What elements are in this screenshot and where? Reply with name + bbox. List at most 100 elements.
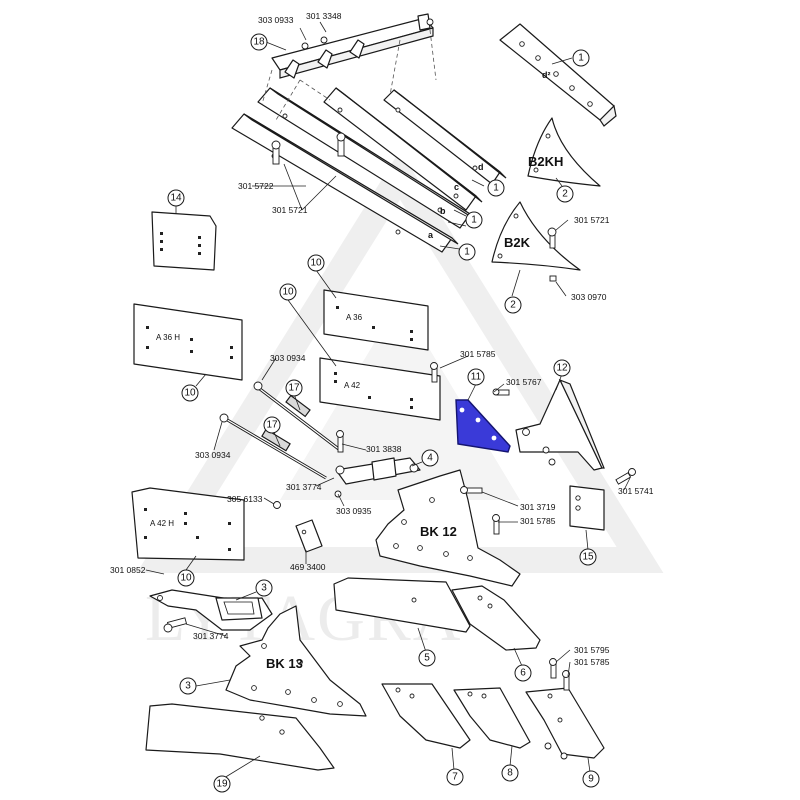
callout-14: 14: [167, 189, 185, 207]
callout-18: 18: [250, 33, 268, 51]
bk12-label: BK 12: [420, 524, 457, 539]
pn-301-5785-bottom: 301 5785: [574, 657, 610, 667]
pn-301-3838: 301 3838: [366, 444, 402, 454]
brace-rod-upper: [253, 381, 341, 452]
letter-a: a: [428, 230, 434, 240]
callout-15: 15: [579, 548, 597, 566]
callout-8: 8: [501, 764, 519, 782]
svg-text:4: 4: [427, 453, 433, 464]
callout-10-a42h: 10: [177, 569, 195, 587]
svg-text:7: 7: [452, 772, 458, 783]
svg-text:11: 11: [471, 372, 482, 383]
bolts-center: [273, 362, 636, 535]
beam-bracket-3: [149, 589, 273, 633]
pn-301-3774-top: 301 3774: [286, 482, 322, 492]
brace-rod-lower: [219, 413, 327, 480]
frog-bk12: BK 12: [375, 469, 521, 587]
svg-text:1: 1: [578, 53, 584, 64]
svg-text:9: 9: [588, 774, 594, 785]
a42-stamp: A 42: [344, 381, 361, 390]
letter-d: d: [478, 162, 484, 172]
svg-text:10: 10: [180, 573, 192, 584]
svg-text:12: 12: [556, 363, 568, 374]
svg-text:2: 2: [510, 300, 516, 311]
callout-11: 11: [467, 368, 485, 386]
shin-bar-d: [383, 89, 507, 185]
plate-a42h: A 42 H: [131, 487, 245, 561]
callout-17-lower: 17: [263, 416, 281, 434]
pn-301-5722: 301 5722: [238, 181, 274, 191]
share-9: [525, 658, 605, 760]
pn-305-6133: 305 6133: [227, 494, 263, 504]
svg-text:15: 15: [582, 552, 594, 563]
clamp-4: [335, 457, 421, 485]
callout-1-d: 1: [487, 179, 505, 197]
gusset-11: [455, 399, 511, 453]
pn-301-5785-mid: 301 5785: [520, 516, 556, 526]
pn-301-0852: 301 0852: [110, 565, 146, 575]
pn-301-5721-a: 301 5721: [272, 205, 308, 215]
svg-text:1: 1: [464, 247, 470, 258]
pn-303-0934-upper: 303 0934: [270, 353, 306, 363]
share-7: [381, 683, 471, 749]
share-8: [453, 687, 531, 749]
svg-text:3: 3: [261, 583, 267, 594]
svg-text:19: 19: [216, 779, 228, 790]
bracket-12: [515, 378, 605, 471]
shin-holder-18: [271, 13, 434, 79]
callout-3-bracket: 3: [255, 579, 273, 597]
callout-19: 19: [213, 775, 231, 793]
callout-9: 9: [582, 770, 600, 788]
leader-lines: [145, 21, 631, 779]
svg-text:1: 1: [471, 215, 477, 226]
callout-6: 6: [514, 664, 532, 682]
letter-c: c: [454, 182, 459, 192]
callout-2-b2k: 2: [504, 296, 522, 314]
point-b2k: B2K: [491, 201, 581, 282]
svg-text:1: 1: [493, 183, 499, 194]
callout-2-b2kh: 2: [556, 185, 574, 203]
pn-301-3774-bottom: 301 3774: [193, 631, 229, 641]
svg-text:10: 10: [310, 258, 322, 269]
pn-301-5741: 301 5741: [618, 486, 654, 496]
pn-301-3719: 301 3719: [520, 502, 556, 512]
pn-303-0933: 303 0933: [258, 15, 294, 25]
callout-17-upper: 17: [285, 379, 303, 397]
callout-4: 4: [421, 449, 439, 467]
plate-a36: A 36: [323, 289, 429, 351]
svg-text:17: 17: [266, 420, 278, 431]
frog-bk13: BK 13: [225, 605, 367, 717]
callout-10-a36h: 10: [181, 384, 199, 402]
pn-301-5721-b: 301 5721: [574, 215, 610, 225]
pn-301-5767: 301 5767: [506, 377, 542, 387]
svg-text:6: 6: [520, 668, 526, 679]
callout-1-d2: 1: [572, 49, 590, 67]
pn-301-5785-top: 301 5785: [460, 349, 496, 359]
pn-303-0934-lower: 303 0934: [195, 450, 231, 460]
svg-text:10: 10: [184, 388, 196, 399]
pn-301-5795: 301 5795: [574, 645, 610, 655]
b2kh-label: B2KH: [528, 154, 563, 169]
shin-bar-c: [323, 87, 483, 211]
plate-a42: A 42: [319, 357, 441, 421]
pn-301-3348: 301 3348: [306, 11, 342, 21]
svg-text:17: 17: [288, 383, 300, 394]
callout-10-a42: 10: [279, 283, 297, 301]
b2k-label: B2K: [504, 235, 531, 250]
share-6: [451, 585, 541, 651]
pn-469-3400: 469 3400: [290, 562, 326, 572]
callouts: 18 1 1 1 1 1 2 2 14 10 10 10 10 11 12 15…: [167, 33, 600, 793]
plate-14: [151, 211, 217, 271]
landside-19: [145, 703, 335, 771]
shin-bar-a: [231, 113, 459, 253]
letter-b: b: [440, 206, 446, 216]
a42h-stamp: A 42 H: [150, 519, 174, 528]
svg-text:2: 2: [562, 189, 568, 200]
callout-1-c: 1: [465, 211, 483, 229]
point-b2kh: B2KH: [527, 117, 601, 187]
callout-12: 12: [553, 359, 571, 377]
bracket-469-3400: [295, 519, 323, 553]
pn-303-0970: 303 0970: [571, 292, 607, 302]
plate-a36h: A 36 H: [133, 303, 243, 381]
